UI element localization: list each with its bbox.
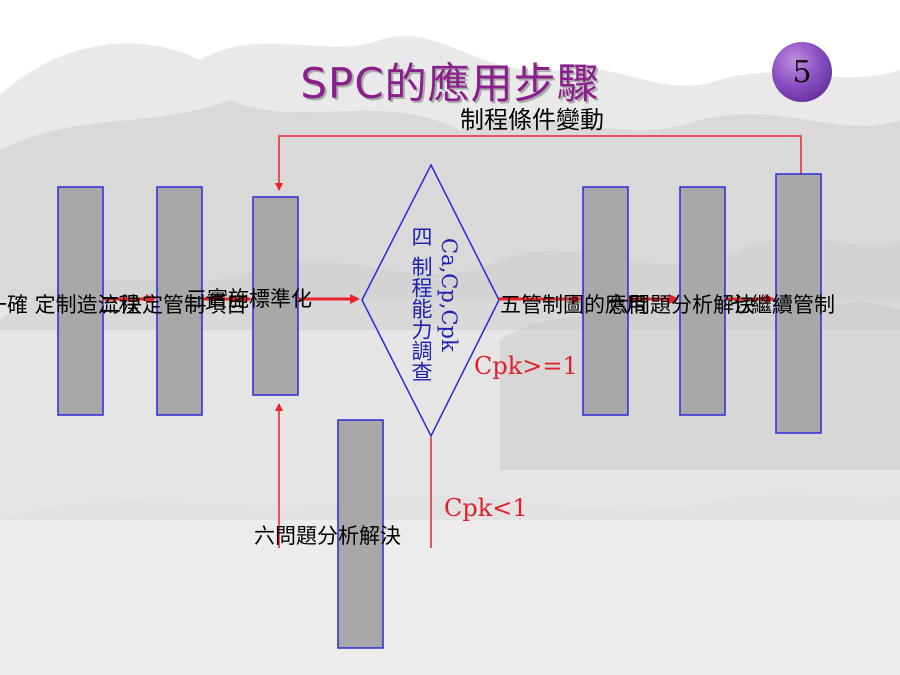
step6b-box xyxy=(337,419,384,649)
step2-box xyxy=(156,186,203,416)
feedback-label: 制程條件變動 xyxy=(460,106,604,134)
decision-label: 制程能力調查 xyxy=(409,256,433,382)
fail-condition-label: Cpk<1 xyxy=(444,494,528,522)
pass-condition-label: Cpk>=1 xyxy=(474,352,578,380)
step6-label: 六問題分析解決 xyxy=(608,293,755,317)
step3-label: 三實施標準化 xyxy=(186,287,312,311)
slide-title: SPC的應用步驟 xyxy=(300,59,600,108)
step7-box xyxy=(775,173,822,434)
step5-box xyxy=(582,186,629,416)
step7-label: 七繼續管制 xyxy=(730,293,835,317)
step6b-label: 六問題分析解決 xyxy=(254,524,401,548)
decision-metrics: Ca,Cp,Cpk xyxy=(437,238,461,352)
step5-label: 五管制圖的應用 xyxy=(500,293,647,317)
decision-number: 四 xyxy=(409,226,433,247)
page-number-badge: 5 xyxy=(772,42,832,102)
step1-label: 一確 定制造流程 xyxy=(0,293,140,317)
feedback-loop-line xyxy=(275,135,802,191)
step6-box xyxy=(679,186,726,416)
step2-label: 二決定管制項目 xyxy=(100,293,247,317)
step1-box xyxy=(57,186,104,416)
step3-box xyxy=(252,196,299,396)
mountain-backdrop xyxy=(0,35,900,675)
decision-diamond xyxy=(361,163,500,438)
